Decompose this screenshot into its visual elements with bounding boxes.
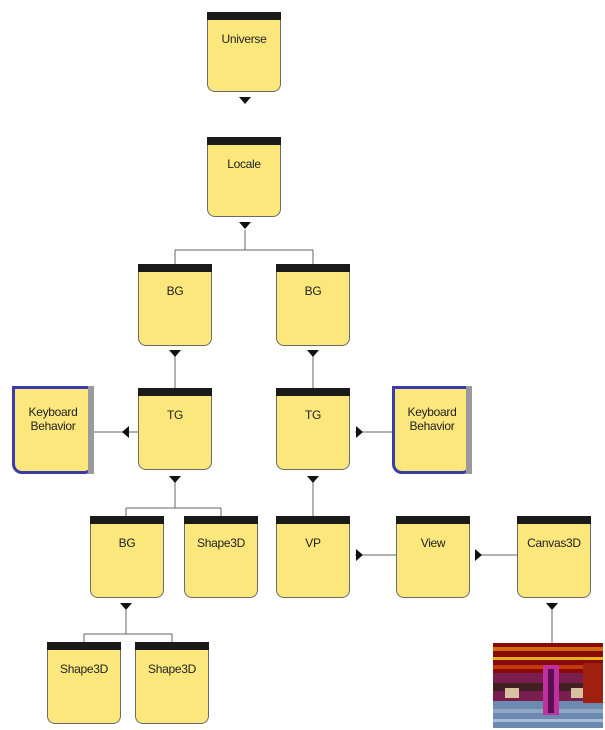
node-label: Keyboard Behavior <box>407 405 457 433</box>
node-bg-bottom: BG <box>90 516 164 598</box>
node-label: BG <box>118 536 136 550</box>
node-label: TG <box>166 408 184 422</box>
node-label: Shape3D <box>197 536 245 550</box>
arrow-down-icon <box>239 97 251 104</box>
node-label: Keyboard Behavior <box>28 405 78 433</box>
arrow-down-icon <box>307 476 319 483</box>
node-canvas3d: Canvas3D <box>517 516 591 598</box>
node-tg-right: TG <box>276 388 350 470</box>
canvas-render-image <box>493 643 603 728</box>
arrow-left-icon <box>122 426 129 438</box>
arrow-down-icon <box>546 603 558 610</box>
node-shape3d-b: Shape3D <box>135 642 209 724</box>
node-bg-left: BG <box>138 264 212 346</box>
arrow-down-icon <box>169 476 181 483</box>
node-view: View <box>396 516 470 598</box>
node-label: Shape3D <box>60 662 108 676</box>
node-label: BG <box>304 284 322 298</box>
node-tg-left: TG <box>138 388 212 470</box>
node-label: TG <box>304 408 322 422</box>
node-label: BG <box>166 284 184 298</box>
node-universe: Universe <box>207 12 281 92</box>
node-label: Locale <box>227 157 261 171</box>
arrow-down-icon <box>239 222 251 229</box>
arrow-down-icon <box>169 350 181 357</box>
node-locale: Locale <box>207 137 281 217</box>
node-label: Canvas3D <box>527 536 581 550</box>
node-shape3d-a: Shape3D <box>47 642 121 724</box>
arrow-down-icon <box>120 603 132 610</box>
node-label: Universe <box>221 32 267 46</box>
node-keyboard-behavior-left: Keyboard Behavior <box>12 386 94 474</box>
arrow-right-icon <box>475 549 482 561</box>
node-label: View <box>420 536 446 550</box>
node-vp: VP <box>276 516 350 598</box>
node-label: Shape3D <box>148 662 196 676</box>
node-bg-right: BG <box>276 264 350 346</box>
arrow-down-icon <box>307 350 319 357</box>
arrow-right-icon <box>356 426 363 438</box>
node-label: VP <box>305 536 321 550</box>
arrow-right-icon <box>356 549 363 561</box>
node-shape3d-mid: Shape3D <box>184 516 258 598</box>
node-keyboard-behavior-right: Keyboard Behavior <box>392 386 472 474</box>
